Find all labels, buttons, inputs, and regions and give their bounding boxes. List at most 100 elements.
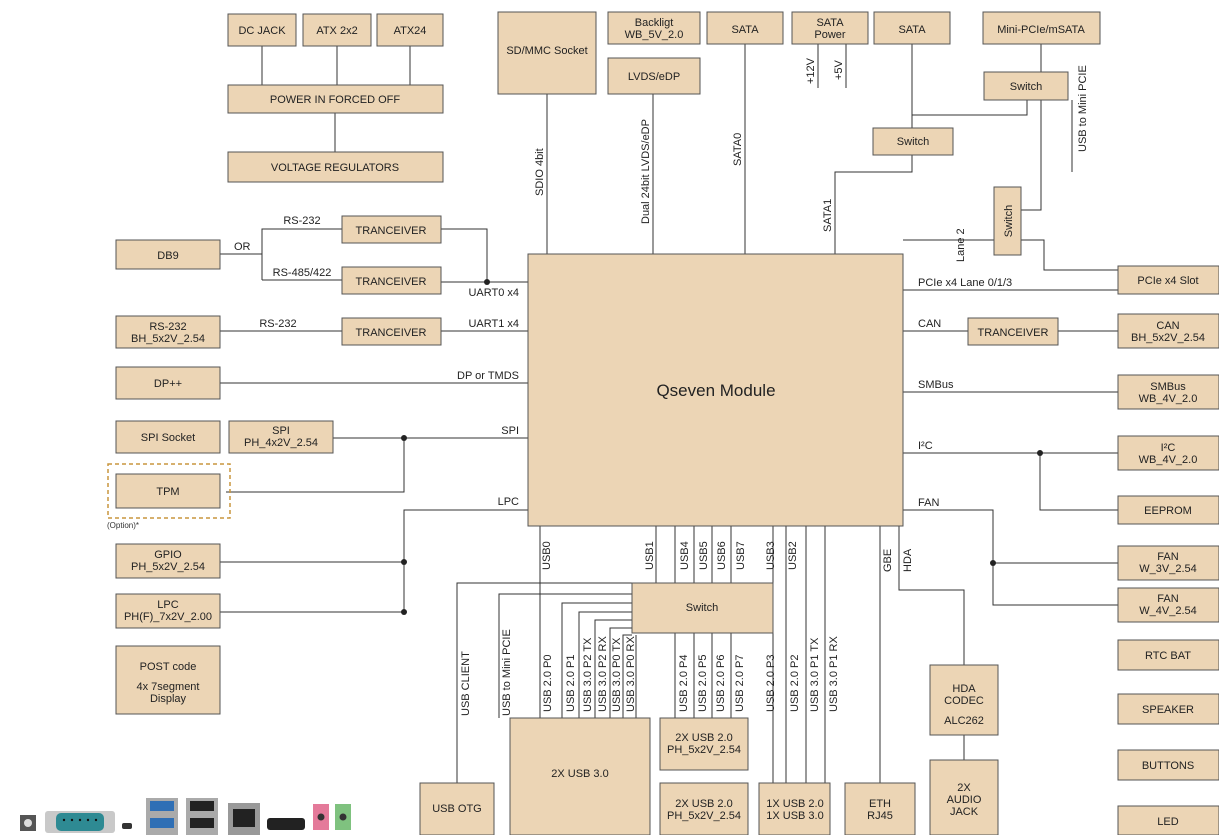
label-or: OR [234,241,251,253]
tranceiver-box-1: TRANCEIVER [356,225,427,237]
usb-c-port-icon [122,823,132,829]
hda-codec-box-line3: ALC262 [944,715,984,727]
usb-1x-box-line2: 1X USB 3.0 [766,810,823,822]
label-spi: SPI [501,425,519,437]
label-uart0: UART0 x4 [468,287,519,299]
label-usb20p2: USB 2.0 P2 [789,655,801,712]
label-rs232-mid: RS-232 [259,318,296,330]
option-note: (Option)* [107,521,139,530]
audio-jack-box-line2: AUDIO [947,794,982,806]
label-usb20p1: USB 2.0 P1 [565,655,577,712]
label-rs485: RS-485/422 [273,267,332,279]
sata-power-box-line1: SATA [816,17,844,29]
right-boxes: PCIe x4 Slot TRANCEIVER CAN BH_5x2V_2.54… [967,265,1219,835]
atx24-box: ATX24 [394,25,427,37]
audio-jack-box-line1: 2X [957,782,971,794]
hda-codec-box-line1: HDA [952,683,976,695]
label-plus5v: +5V [833,59,845,80]
usb20-2x-a-line1: 2X USB 2.0 [675,732,732,744]
post-code-box-line2: 4x 7segment [137,681,200,693]
label-lpc: LPC [498,496,519,508]
post-code-box-line1: POST code [140,661,197,673]
i2c-box-line1: I²C [1161,442,1176,454]
db9-box: DB9 [157,250,178,262]
label-smbus: SMBus [918,379,954,391]
label-usb20p4: USB 2.0 P4 [678,655,690,712]
label-usb20p0: USB 2.0 P0 [542,655,554,712]
label-hda: HDA [902,548,914,572]
vertical-labels: SDIO 4bit Dual 24bit LVDS/eDP SATA0 SATA… [460,57,1089,716]
label-gbe: GBE [882,549,894,572]
spi-ph-box-line1: SPI [272,425,290,437]
fan3-box-line1: FAN [1157,551,1178,563]
label-pcie-lanes: PCIe x4 Lane 0/1/3 [918,277,1012,289]
rs232-bh-box-line2: BH_5x2V_2.54 [131,333,205,345]
usb-otg-box: USB OTG [432,803,482,815]
lvds-box: LVDS/eDP [628,71,680,83]
label-usb2: USB2 [787,541,799,570]
label-usb4: USB4 [679,541,691,570]
tranceiver-box-can: TRANCEIVER [978,327,1049,339]
post-code-box-line3: Display [150,693,187,705]
smbus-box-line1: SMBus [1150,381,1186,393]
power-boxes: DC JACK ATX 2x2 ATX24 POWER IN FORCED OF… [227,13,444,183]
label-usb20p6: USB 2.0 P6 [715,655,727,712]
audio-jack-pink-icon [313,804,329,830]
label-rs232-top: RS-232 [283,215,320,227]
dc-jack-box: DC JACK [238,25,286,37]
label-i2c: I²C [918,440,933,452]
hda-codec-box-line2: CODEC [944,695,984,707]
i2c-box-line2: WB_4V_2.0 [1139,454,1198,466]
switch-usb-box: Switch [686,602,718,614]
serial-port-icon [45,811,115,833]
gpio-box-line1: GPIO [154,549,182,561]
qseven-module-title: Qseven Module [656,381,775,400]
rs232-bh-box-line1: RS-232 [149,321,186,333]
wires [220,44,1118,783]
buttons-box: BUTTONS [1142,760,1194,772]
label-uart1: UART1 x4 [468,318,519,330]
power-in-box: POWER IN FORCED OFF [270,94,400,106]
label-can: CAN [918,318,941,330]
spi-socket-box: SPI Socket [141,432,195,444]
lpc-box-line1: LPC [157,599,178,611]
sata-power-box-line2: Power [814,29,846,41]
rtc-bat-box: RTC BAT [1145,650,1191,662]
audio-jack-box-line3: JACK [950,806,979,818]
hdmi-port-icon [267,818,305,830]
eth-box-line1: ETH [869,798,891,810]
left-boxes: DB9 TRANCEIVER TRANCEIVER RS-232 BH_5x2V… [107,215,442,715]
label-usb20p5: USB 2.0 P5 [697,655,709,712]
label-sdio: SDIO 4bit [534,148,546,196]
usb3-ports-icon [146,798,178,835]
tranceiver-box-2: TRANCEIVER [356,276,427,288]
usb2-ports-icon [186,798,218,835]
label-usb-mini-pcie-right: USB to Mini PCIE [1077,65,1089,152]
tpm-option-outline [107,463,231,519]
tpm-box: TPM [156,486,179,498]
label-usb30p0tx: USB 3.0 P0 TX [611,637,623,712]
mini-pcie-msata-box: Mini-PCIe/mSATA [997,24,1085,36]
switch-box-vertical: Switch [1003,205,1015,237]
dc-jack-icon [20,815,36,831]
label-usb30p2rx: USB 3.0 P2 RX [597,636,609,712]
fan4-box-line1: FAN [1157,593,1178,605]
backlight-box-line1: Backligt [635,17,674,29]
sd-mmc-box: SD/MMC Socket [506,45,587,57]
fan4-box-line2: W_4V_2.54 [1139,605,1196,617]
fan3-box-line2: W_3V_2.54 [1139,563,1196,575]
smbus-box-line2: WB_4V_2.0 [1139,393,1198,405]
ethernet-port-icon [228,803,260,835]
gpio-box-line2: PH_5x2V_2.54 [131,561,205,573]
label-usb-mini-pcie-bottom: USB to Mini PCIE [501,629,513,716]
usb-1x-box-line1: 1X USB 2.0 [766,798,823,810]
sata-box-1: SATA [731,24,759,36]
label-usb7: USB7 [735,541,747,570]
switch-box-b: Switch [897,136,929,148]
eeprom-box: EEPROM [1144,505,1192,517]
audio-jack-green-icon [335,804,351,830]
usb20-2x-b-line2: PH_5x2V_2.54 [667,810,741,822]
label-usb6: USB6 [716,541,728,570]
lpc-box-line2: PH(F)_7x2V_2.00 [124,611,212,623]
